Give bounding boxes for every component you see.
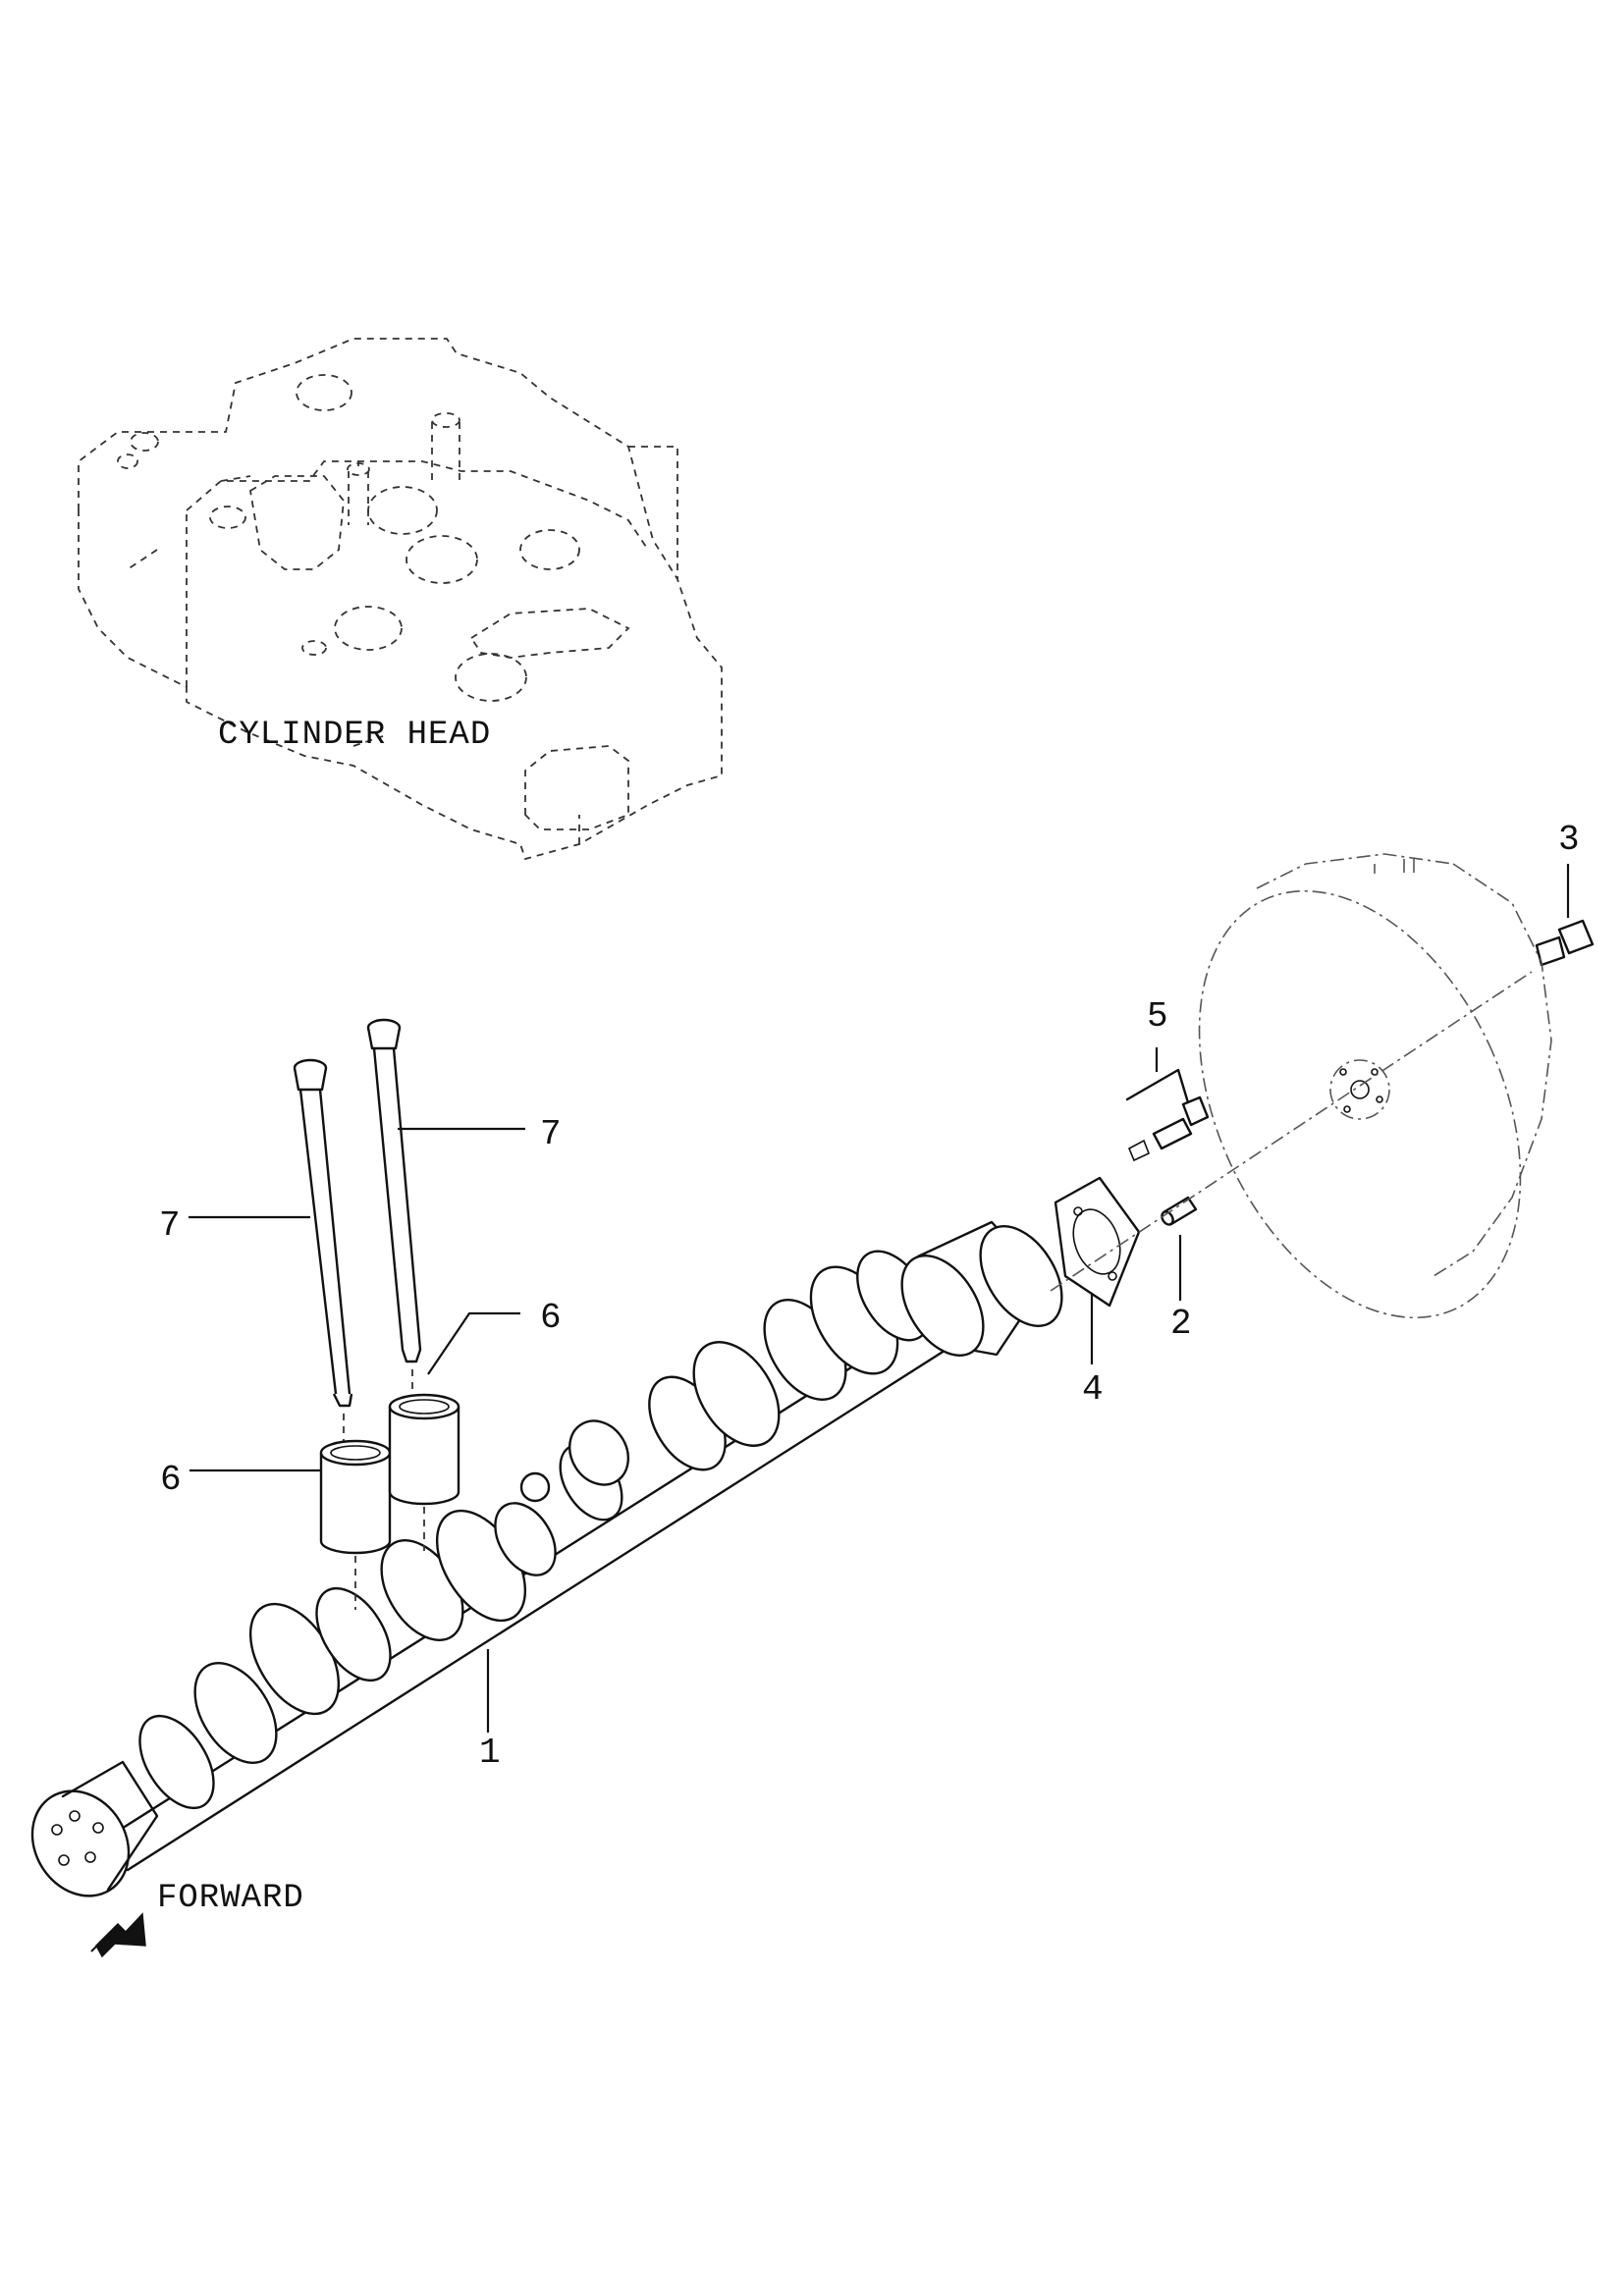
callout-push-rod-left: 7: [159, 1205, 181, 1246]
cylinder-head-outline: [78, 338, 723, 861]
callout-tappet-left: 6: [160, 1460, 182, 1500]
callout-gasket: 4: [1082, 1369, 1104, 1410]
callout-pin: 2: [1170, 1304, 1192, 1344]
forward-arrow-icon: [90, 1912, 146, 1958]
shaft-axis-line: [1050, 971, 1533, 1292]
callout-bolt-kit: 5: [1147, 996, 1168, 1037]
bolt-kit: [1125, 1068, 1210, 1162]
callout-bolt: 3: [1558, 820, 1580, 860]
cam-gear-outline: [1198, 853, 1552, 1319]
dowel-pin: [1161, 1196, 1198, 1226]
bolt: [1535, 919, 1595, 967]
callout-push-rod-right: 7: [540, 1114, 562, 1154]
cylinder-head-label: CYLINDER HEAD: [218, 717, 491, 754]
push-rod-right: [366, 1018, 422, 1363]
camshaft: [30, 1220, 1063, 1897]
gasket: [1054, 1176, 1141, 1308]
callout-tappet-right: 6: [540, 1298, 562, 1338]
tappet-left: [319, 1439, 392, 1555]
tappet-right: [388, 1393, 460, 1506]
leader-lines: [189, 864, 1570, 1733]
callout-camshaft: 1: [479, 1733, 501, 1773]
push-rod-left: [293, 1058, 353, 1408]
forward-label: FORWARD: [157, 1880, 304, 1917]
